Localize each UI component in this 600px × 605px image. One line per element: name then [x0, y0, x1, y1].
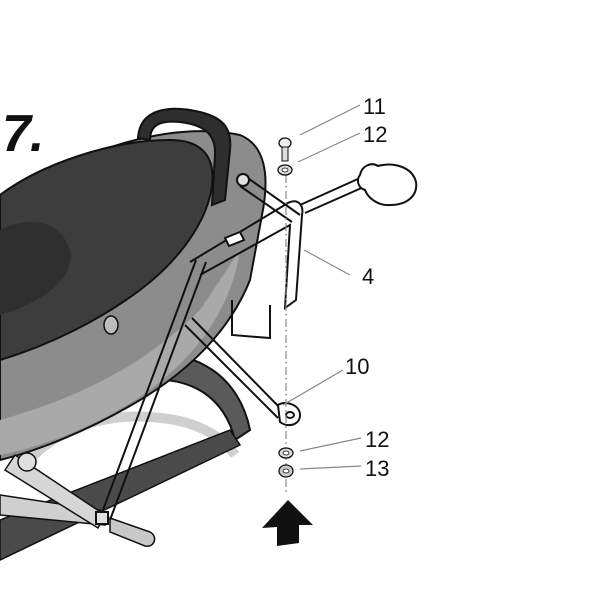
callout-12-top: 12 — [363, 122, 388, 147]
callout-11: 11 — [363, 94, 386, 119]
leader-lines — [282, 104, 362, 470]
step-number: 7. — [2, 105, 44, 163]
mirror-light — [356, 163, 418, 207]
footrest — [0, 452, 156, 547]
up-arrow-icon — [262, 500, 313, 546]
washer-icon — [278, 447, 294, 459]
washer-icon — [277, 164, 293, 176]
callout-12-bottom: 12 — [365, 427, 390, 452]
callout-4: 4 — [362, 264, 375, 289]
nut-icon — [278, 464, 294, 478]
callout-10: 10 — [345, 354, 370, 379]
grab-handle — [136, 107, 232, 207]
callout-13: 13 — [365, 456, 390, 481]
bolt-icon — [278, 137, 292, 162]
seat — [0, 138, 214, 362]
